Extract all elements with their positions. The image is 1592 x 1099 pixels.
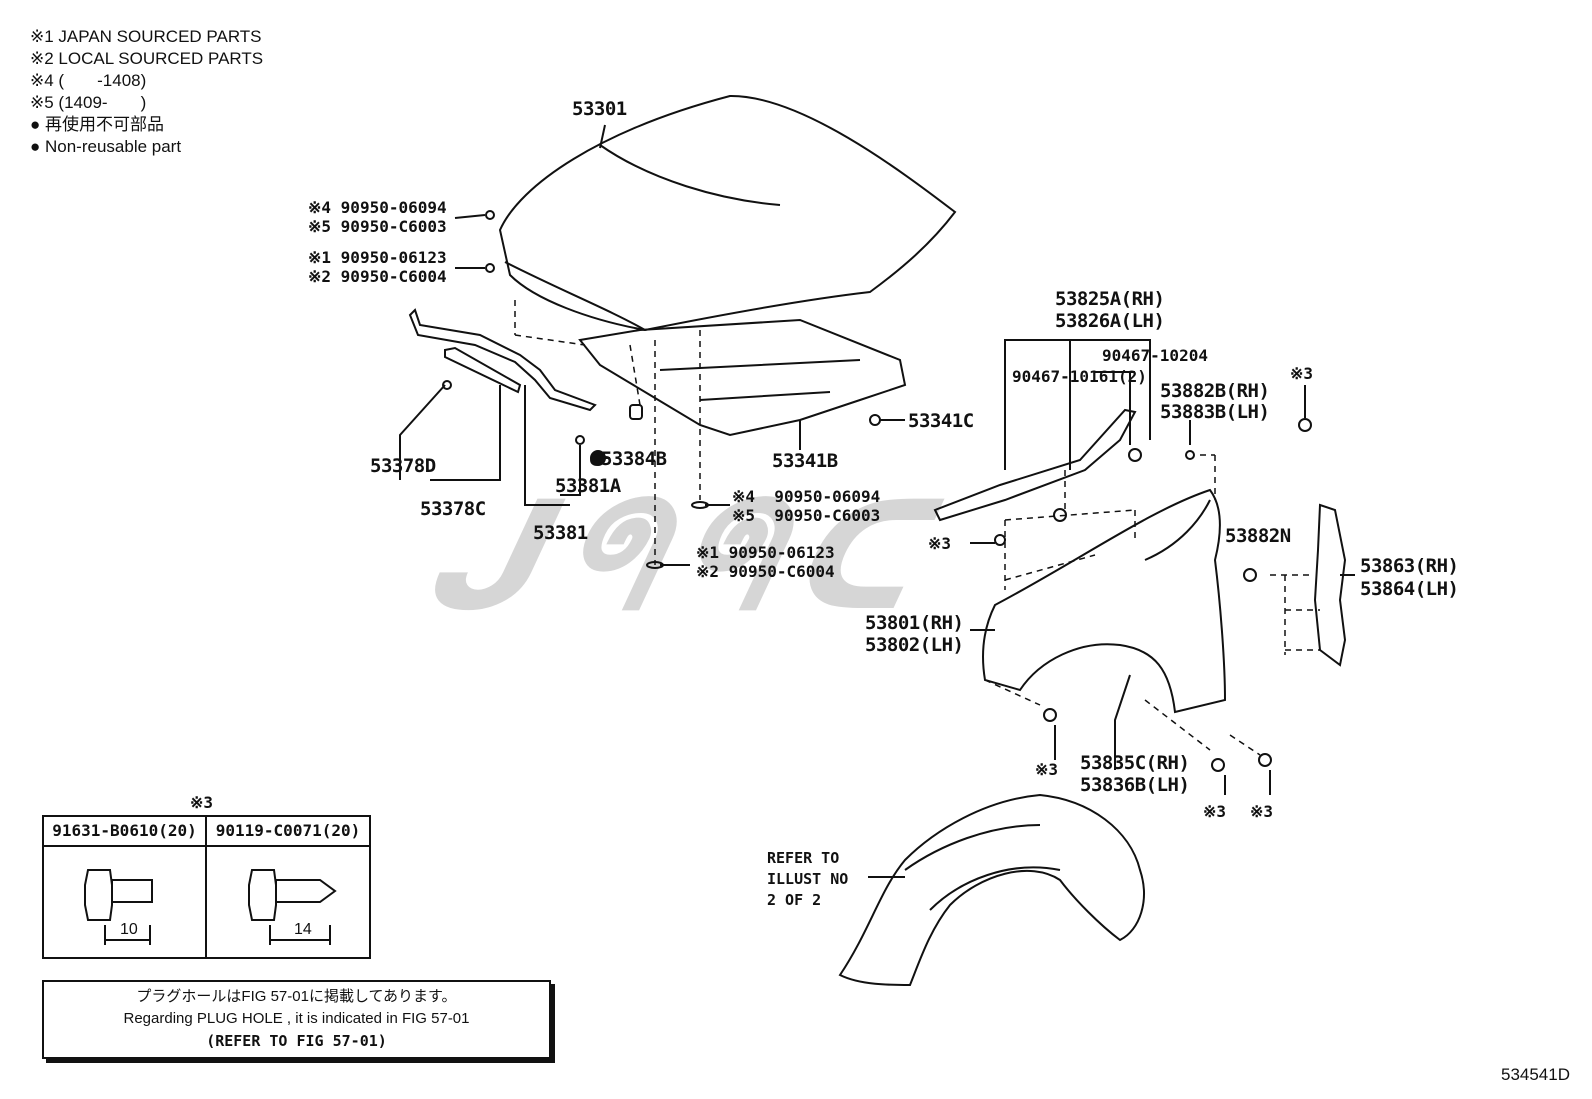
bolt-91631	[84, 869, 153, 945]
figure-id: 534541D	[1500, 1065, 1570, 1084]
label-s3-c: ※3	[1035, 760, 1059, 779]
label-90467-10204: 90467-10204	[1102, 346, 1208, 365]
fender-bracket	[1313, 503, 1347, 667]
seal-53381	[408, 308, 597, 412]
refer-note-3: 2 OF 2	[767, 891, 822, 909]
label-s3-b: ※3	[928, 534, 952, 553]
legend-item: ● 再使用不可部品	[30, 115, 164, 134]
label-s5-b: ※5 90950-C6003	[732, 506, 881, 525]
label-53341B: 53341B	[772, 450, 838, 472]
label-53836B: 53836B(LH)	[1080, 774, 1190, 796]
label-53341C: 53341C	[908, 410, 974, 432]
label-53378C: 53378C	[420, 498, 486, 520]
legend: ※1 JAPAN SOURCED PARTS ※2 LOCAL SOURCED …	[30, 26, 263, 158]
bolt-90119	[248, 869, 337, 945]
label-s1-a: ※1 90950-06123	[308, 248, 447, 267]
table-col2: 90119-C0071(20)	[215, 821, 361, 840]
label-s3-d: ※3	[1203, 802, 1227, 821]
label-s2-b: ※2 90950-C6004	[696, 562, 835, 581]
legend-item: ● Non-reusable part	[30, 137, 182, 156]
ref-en: Regarding PLUG HOLE , it is indicated in…	[123, 1010, 470, 1027]
ref-fig: (REFER TO FIG 57-01)	[206, 1032, 387, 1050]
fender-liner	[838, 793, 1145, 987]
label-53801: 53801(RH)	[865, 612, 964, 634]
bolt-table: 91631-B0610(20) 90119-C0071(20) 10 14	[42, 815, 371, 959]
refer-note-1: REFER TO	[767, 849, 840, 867]
hood-outline	[498, 94, 957, 332]
fender-seal	[933, 408, 1137, 522]
fender	[982, 488, 1227, 714]
label-53883B: 53883B(LH)	[1160, 401, 1270, 423]
ref-jp: プラグホールはFIG 57-01に掲載してあります。	[136, 988, 457, 1005]
label-53381: 53381	[533, 522, 588, 544]
legend-item: ※1 JAPAN SOURCED PARTS	[30, 27, 262, 46]
label-53826A: 53826A(LH)	[1055, 310, 1165, 332]
label-53381A: 53381A	[555, 475, 621, 497]
label-53864: 53864(LH)	[1360, 578, 1459, 600]
label-53882B: 53882B(RH)	[1160, 380, 1270, 402]
legend-item: ※4 ( -1408)	[30, 71, 147, 90]
label-53301: 53301	[572, 98, 627, 120]
label-53825A: 53825A(RH)	[1055, 288, 1165, 310]
label-53882N: 53882N	[1225, 525, 1291, 547]
label-s4-a: ※4 90950-06094	[308, 198, 447, 217]
legend-item: ※5 (1409- )	[30, 93, 147, 112]
reference-box: プラグホールはFIG 57-01に掲載してあります。 Regarding PLU…	[42, 980, 551, 1059]
hood-inner-panel	[578, 318, 907, 437]
label-53863: 53863(RH)	[1360, 555, 1459, 577]
label-s3-e: ※3	[1250, 802, 1274, 821]
table-col1: 91631-B0610(20)	[52, 821, 197, 840]
legend-item: ※2 LOCAL SOURCED PARTS	[30, 49, 264, 68]
label-53835C: 53835C(RH)	[1080, 752, 1190, 774]
label-53802: 53802(LH)	[865, 634, 964, 656]
seal-53378C	[444, 346, 522, 394]
label-s2-a: ※2 90950-C6004	[308, 267, 447, 286]
label-53378D: 53378D	[370, 455, 436, 477]
refer-note-2: ILLUST NO	[767, 870, 849, 888]
dim-2: 14	[294, 921, 312, 938]
label-s1-b: ※1 90950-06123	[696, 543, 835, 562]
dim-1: 10	[120, 921, 138, 938]
label-s3-a: ※3	[1290, 364, 1314, 383]
label-s5-a: ※5 90950-C6003	[308, 217, 447, 236]
label-53384B: ●53384B	[590, 448, 667, 470]
label-90467-10161: 90467-10161(2)	[1012, 367, 1147, 386]
table-title: ※3	[190, 793, 214, 812]
label-s4-b: ※4 90950-06094	[732, 487, 881, 506]
